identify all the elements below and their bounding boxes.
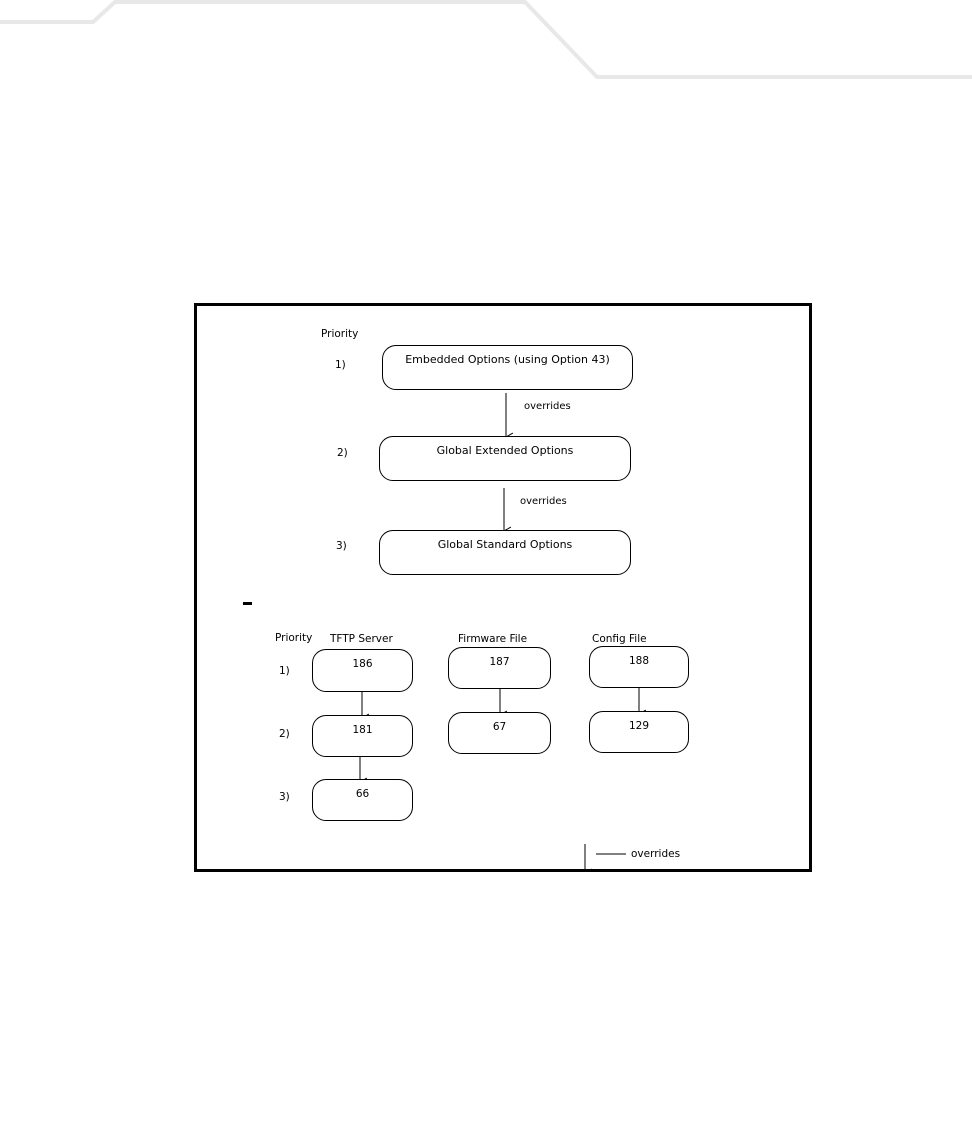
table-marker-1: 1) [279,665,290,677]
priority-marker-1: 1) [335,359,346,371]
option-box-tftp-181-value: 181 [352,724,373,736]
option-box-config-129[interactable]: 129 [589,711,689,753]
option-box-tftp-181[interactable]: 181 [312,715,413,757]
column-header-config-file: Config File [592,633,647,645]
node-embedded-options-label: Embedded Options (using Option 43) [405,353,610,366]
node-global-standard-options[interactable]: Global Standard Options [379,530,631,575]
option-box-firmware-187-value: 187 [489,656,510,668]
table-marker-3: 3) [279,791,290,803]
stray-dash-artifact [243,602,252,605]
option-box-config-188-value: 188 [628,655,650,667]
header-deco-polyline [0,0,972,79]
option-box-firmware-67[interactable]: 67 [448,712,551,754]
priority-marker-3: 3) [336,540,347,552]
option-priority-header: Priority [321,328,359,340]
diagram-frame: Priority 1) 2) 3) Embedded Options (usin… [194,303,812,872]
column-header-firmware-file: Firmware File [458,633,528,645]
option-box-tftp-186-value: 186 [352,658,373,670]
option-box-tftp-66-value: 66 [355,788,370,800]
column-header-tftp-server: TFTP Server [330,633,393,645]
arrow-label-overrides-1: overrides [524,401,571,412]
node-global-extended-options-label: Global Extended Options [436,444,574,457]
node-embedded-options[interactable]: Embedded Options (using Option 43) [382,345,633,390]
option-box-firmware-67-value: 67 [492,721,507,733]
option-box-config-188[interactable]: 188 [589,646,689,688]
table-marker-2: 2) [279,728,290,740]
node-global-standard-options-label: Global Standard Options [437,538,573,551]
node-global-extended-options[interactable]: Global Extended Options [379,436,631,481]
table-priority-header: Priority [275,632,313,644]
diagram-connectors [358,393,647,869]
arrow-label-overrides-2: overrides [520,496,567,507]
option-box-tftp-186[interactable]: 186 [312,649,413,692]
option-box-config-129-value: 129 [628,720,650,732]
legend-label: overrides [631,848,681,860]
option-box-firmware-187[interactable]: 187 [448,647,551,689]
option-box-tftp-66[interactable]: 66 [312,779,413,821]
header-decoration [0,0,972,79]
priority-marker-2: 2) [337,447,348,459]
